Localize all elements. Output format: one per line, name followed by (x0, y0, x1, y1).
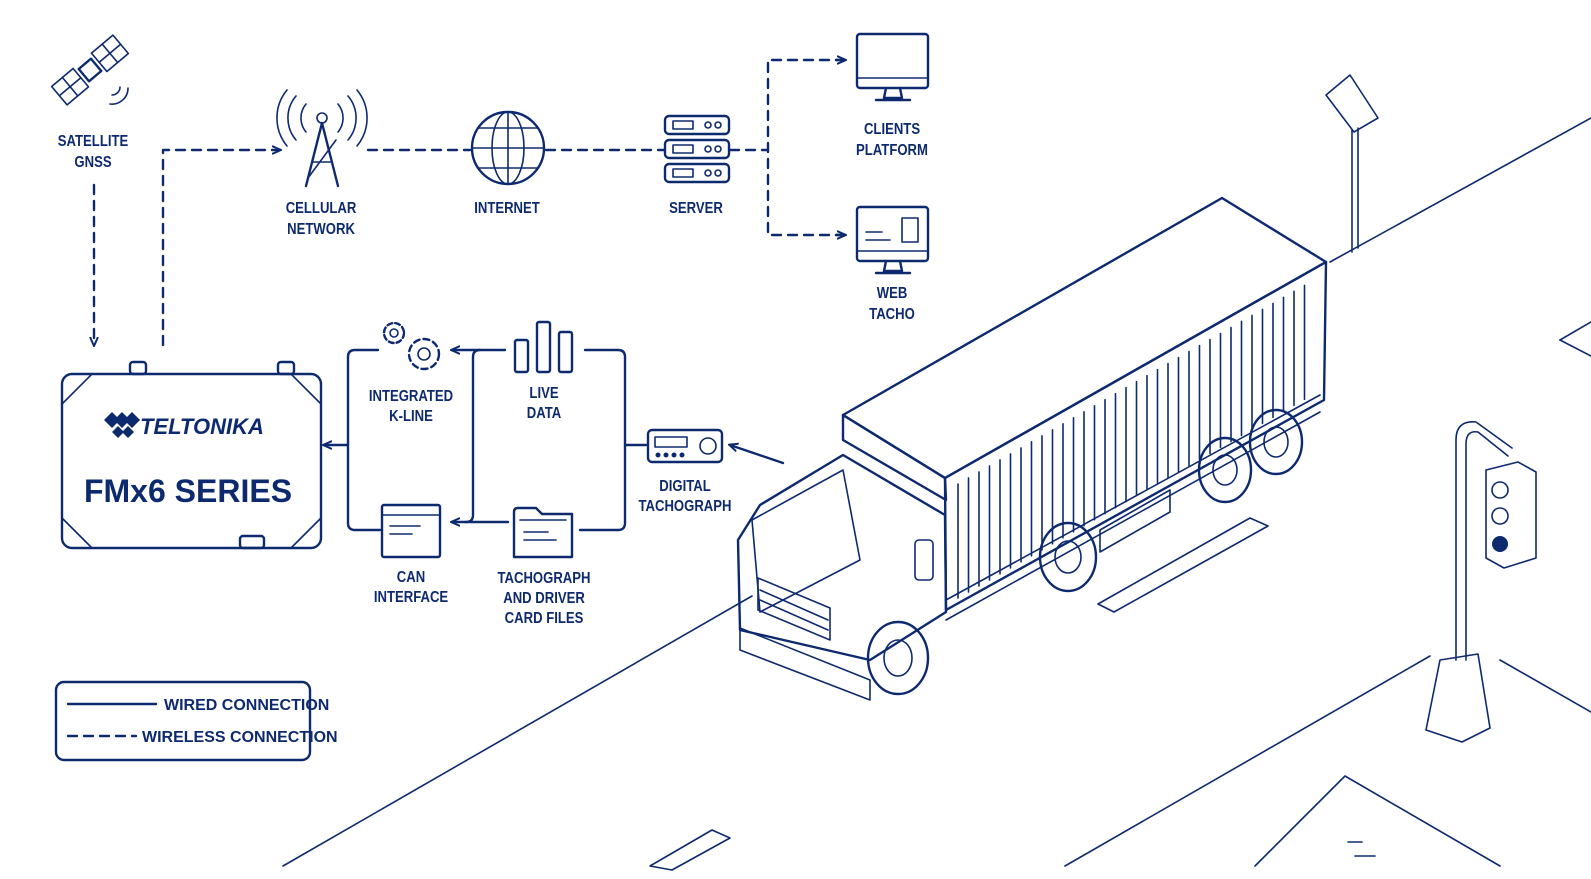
tachograph-node: DIGITAL TACHOGRAPH (638, 428, 732, 515)
files-label-1: TACHOGRAPH (497, 570, 590, 587)
server-label: SERVER (669, 200, 723, 217)
kline-label-1: INTEGRATED (369, 388, 453, 405)
server-icon (663, 114, 731, 184)
cellular-label-1: CELLULAR (286, 200, 357, 217)
clients-platform-node: CLIENTS PLATFORM (855, 32, 930, 159)
files-label-3: CARD FILES (505, 610, 584, 627)
tachograph-label-2: TACHOGRAPH (638, 498, 731, 515)
legend-wireless: WIRELESS CONNECTION (142, 729, 338, 746)
driver-files-node: TACHOGRAPH AND DRIVER CARD FILES (497, 506, 591, 627)
teltonika-logo: TELTONIKA (104, 412, 264, 439)
satellite-label-2: GNSS (74, 154, 111, 171)
files-label-2: AND DRIVER (503, 590, 585, 607)
legend-wired: WIRED CONNECTION (164, 697, 329, 714)
can-label-2: INTERFACE (374, 589, 449, 606)
device-model: FMx6 SERIES (84, 473, 292, 509)
internet-node: INTERNET (470, 110, 546, 217)
satellite-label-1: SATELLITE (58, 133, 129, 150)
webtacho-label-2: TACHO (869, 306, 915, 323)
satellite-node: SATELLITE GNSS (50, 34, 130, 171)
kline-label-2: K-LINE (389, 408, 433, 425)
can-card-icon (380, 503, 442, 559)
kline-node: INTEGRATED K-LINE (369, 321, 453, 425)
street-lamp-icon (1325, 74, 1379, 253)
web-monitor-icon (855, 205, 930, 275)
tachograph-icon (646, 428, 724, 464)
clients-label-1: CLIENTS (864, 121, 920, 138)
monitor-icon (855, 32, 930, 102)
cellular-node: CELLULAR NETWORK (276, 89, 368, 238)
globe-icon (470, 110, 546, 186)
livedata-label-1: LIVE (529, 385, 558, 402)
can-interface-node: CAN INTERFACE (374, 503, 449, 606)
web-tacho-node: WEB TACHO (855, 205, 930, 323)
live-data-node: LIVE DATA (513, 320, 574, 422)
clients-label-2: PLATFORM (856, 142, 928, 159)
tachograph-label-1: DIGITAL (659, 478, 711, 495)
cell-tower-icon (276, 89, 368, 188)
internet-label: INTERNET (474, 200, 540, 217)
bar-chart-icon (513, 320, 574, 374)
brand-name: TELTONIKA (140, 414, 264, 439)
livedata-label-2: DATA (527, 405, 562, 422)
wired-links (324, 350, 785, 532)
fmx6-device: TELTONIKA FMx6 SERIES (60, 360, 323, 550)
folder-icon (512, 506, 574, 559)
can-label-1: CAN (397, 569, 425, 586)
gears-icon (382, 321, 441, 371)
road-scene (282, 117, 1591, 871)
traffic-light-icon (1425, 421, 1537, 743)
legend: WIRED CONNECTION WIRELESS CONNECTION (54, 680, 338, 762)
server-node: SERVER (663, 114, 731, 217)
webtacho-label-1: WEB (877, 285, 908, 302)
truck-illustration (736, 196, 1328, 701)
wireless-links (94, 60, 845, 345)
cellular-label-2: NETWORK (287, 221, 355, 238)
satellite-icon (50, 34, 130, 106)
